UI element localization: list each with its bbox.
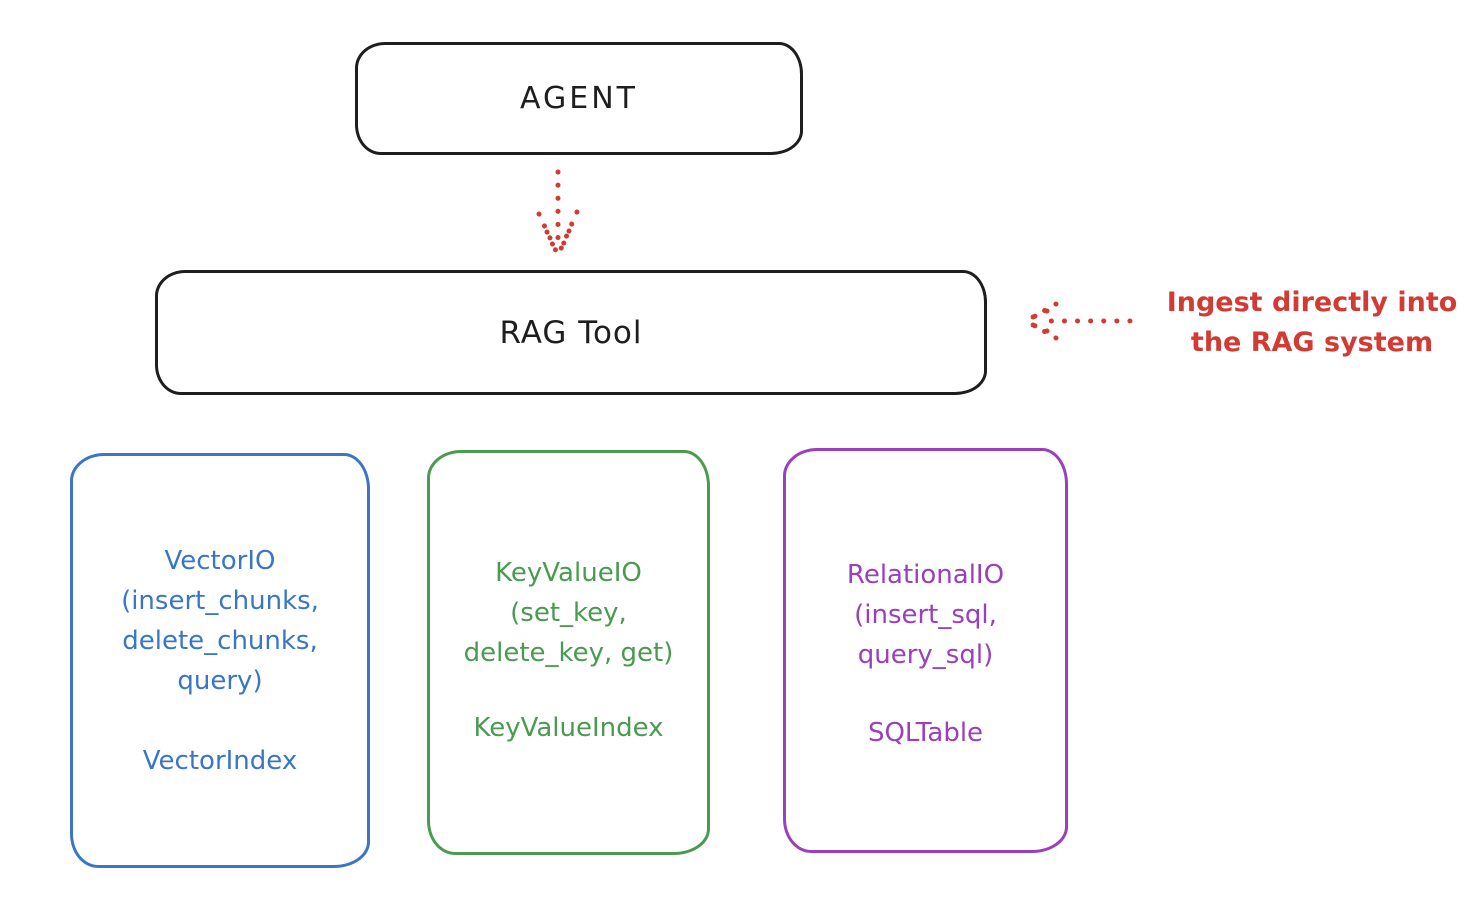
agent-node: AGENT — [355, 42, 803, 155]
agent-label: AGENT — [520, 81, 638, 116]
sql-table-label: SQLTable — [867, 718, 984, 748]
rag-tool-label: RAG Tool — [499, 314, 643, 351]
vector-io-method-line: query) — [177, 666, 263, 696]
relational-io-method-line: query_sql) — [857, 640, 994, 670]
keyvalue-io-method-line: delete_key, get) — [463, 638, 674, 668]
relational-io-method-line: (insert_sql, — [854, 600, 997, 630]
keyvalue-io-node: KeyValueIO (set_key, delete_key, get) Ke… — [427, 450, 710, 855]
relational-io-signature: RelationalIO (insert_sql, query_sql) — [786, 555, 1065, 675]
keyvalue-io-signature: KeyValueIO (set_key, delete_key, get) — [430, 553, 707, 673]
vector-io-signature: VectorIO (insert_chunks, delete_chunks, … — [73, 541, 367, 701]
vector-io-title: VectorIO — [164, 546, 276, 576]
vector-io-method-line: (insert_chunks, — [121, 586, 319, 616]
ingest-annotation-line1: Ingest directly into — [1166, 287, 1458, 318]
relational-io-node: RelationalIO (insert_sql, query_sql) SQL… — [783, 448, 1068, 853]
rag-tool-node: RAG Tool — [155, 270, 987, 395]
keyvalue-index-label: KeyValueIndex — [473, 713, 664, 743]
dotted-left-arrow — [1021, 301, 1133, 341]
vector-io-method-line: delete_chunks, — [122, 626, 318, 656]
vector-index-label: VectorIndex — [142, 746, 298, 776]
keyvalue-io-title: KeyValueIO — [495, 558, 642, 588]
keyvalue-io-method-line: (set_key, — [510, 598, 627, 628]
dotted-down-arrow — [536, 169, 580, 257]
relational-io-title: RelationalIO — [846, 560, 1005, 590]
ingest-annotation: Ingest directly into the RAG system — [1140, 283, 1484, 363]
ingest-annotation-line2: the RAG system — [1190, 327, 1434, 358]
vector-io-node: VectorIO (insert_chunks, delete_chunks, … — [70, 453, 370, 868]
